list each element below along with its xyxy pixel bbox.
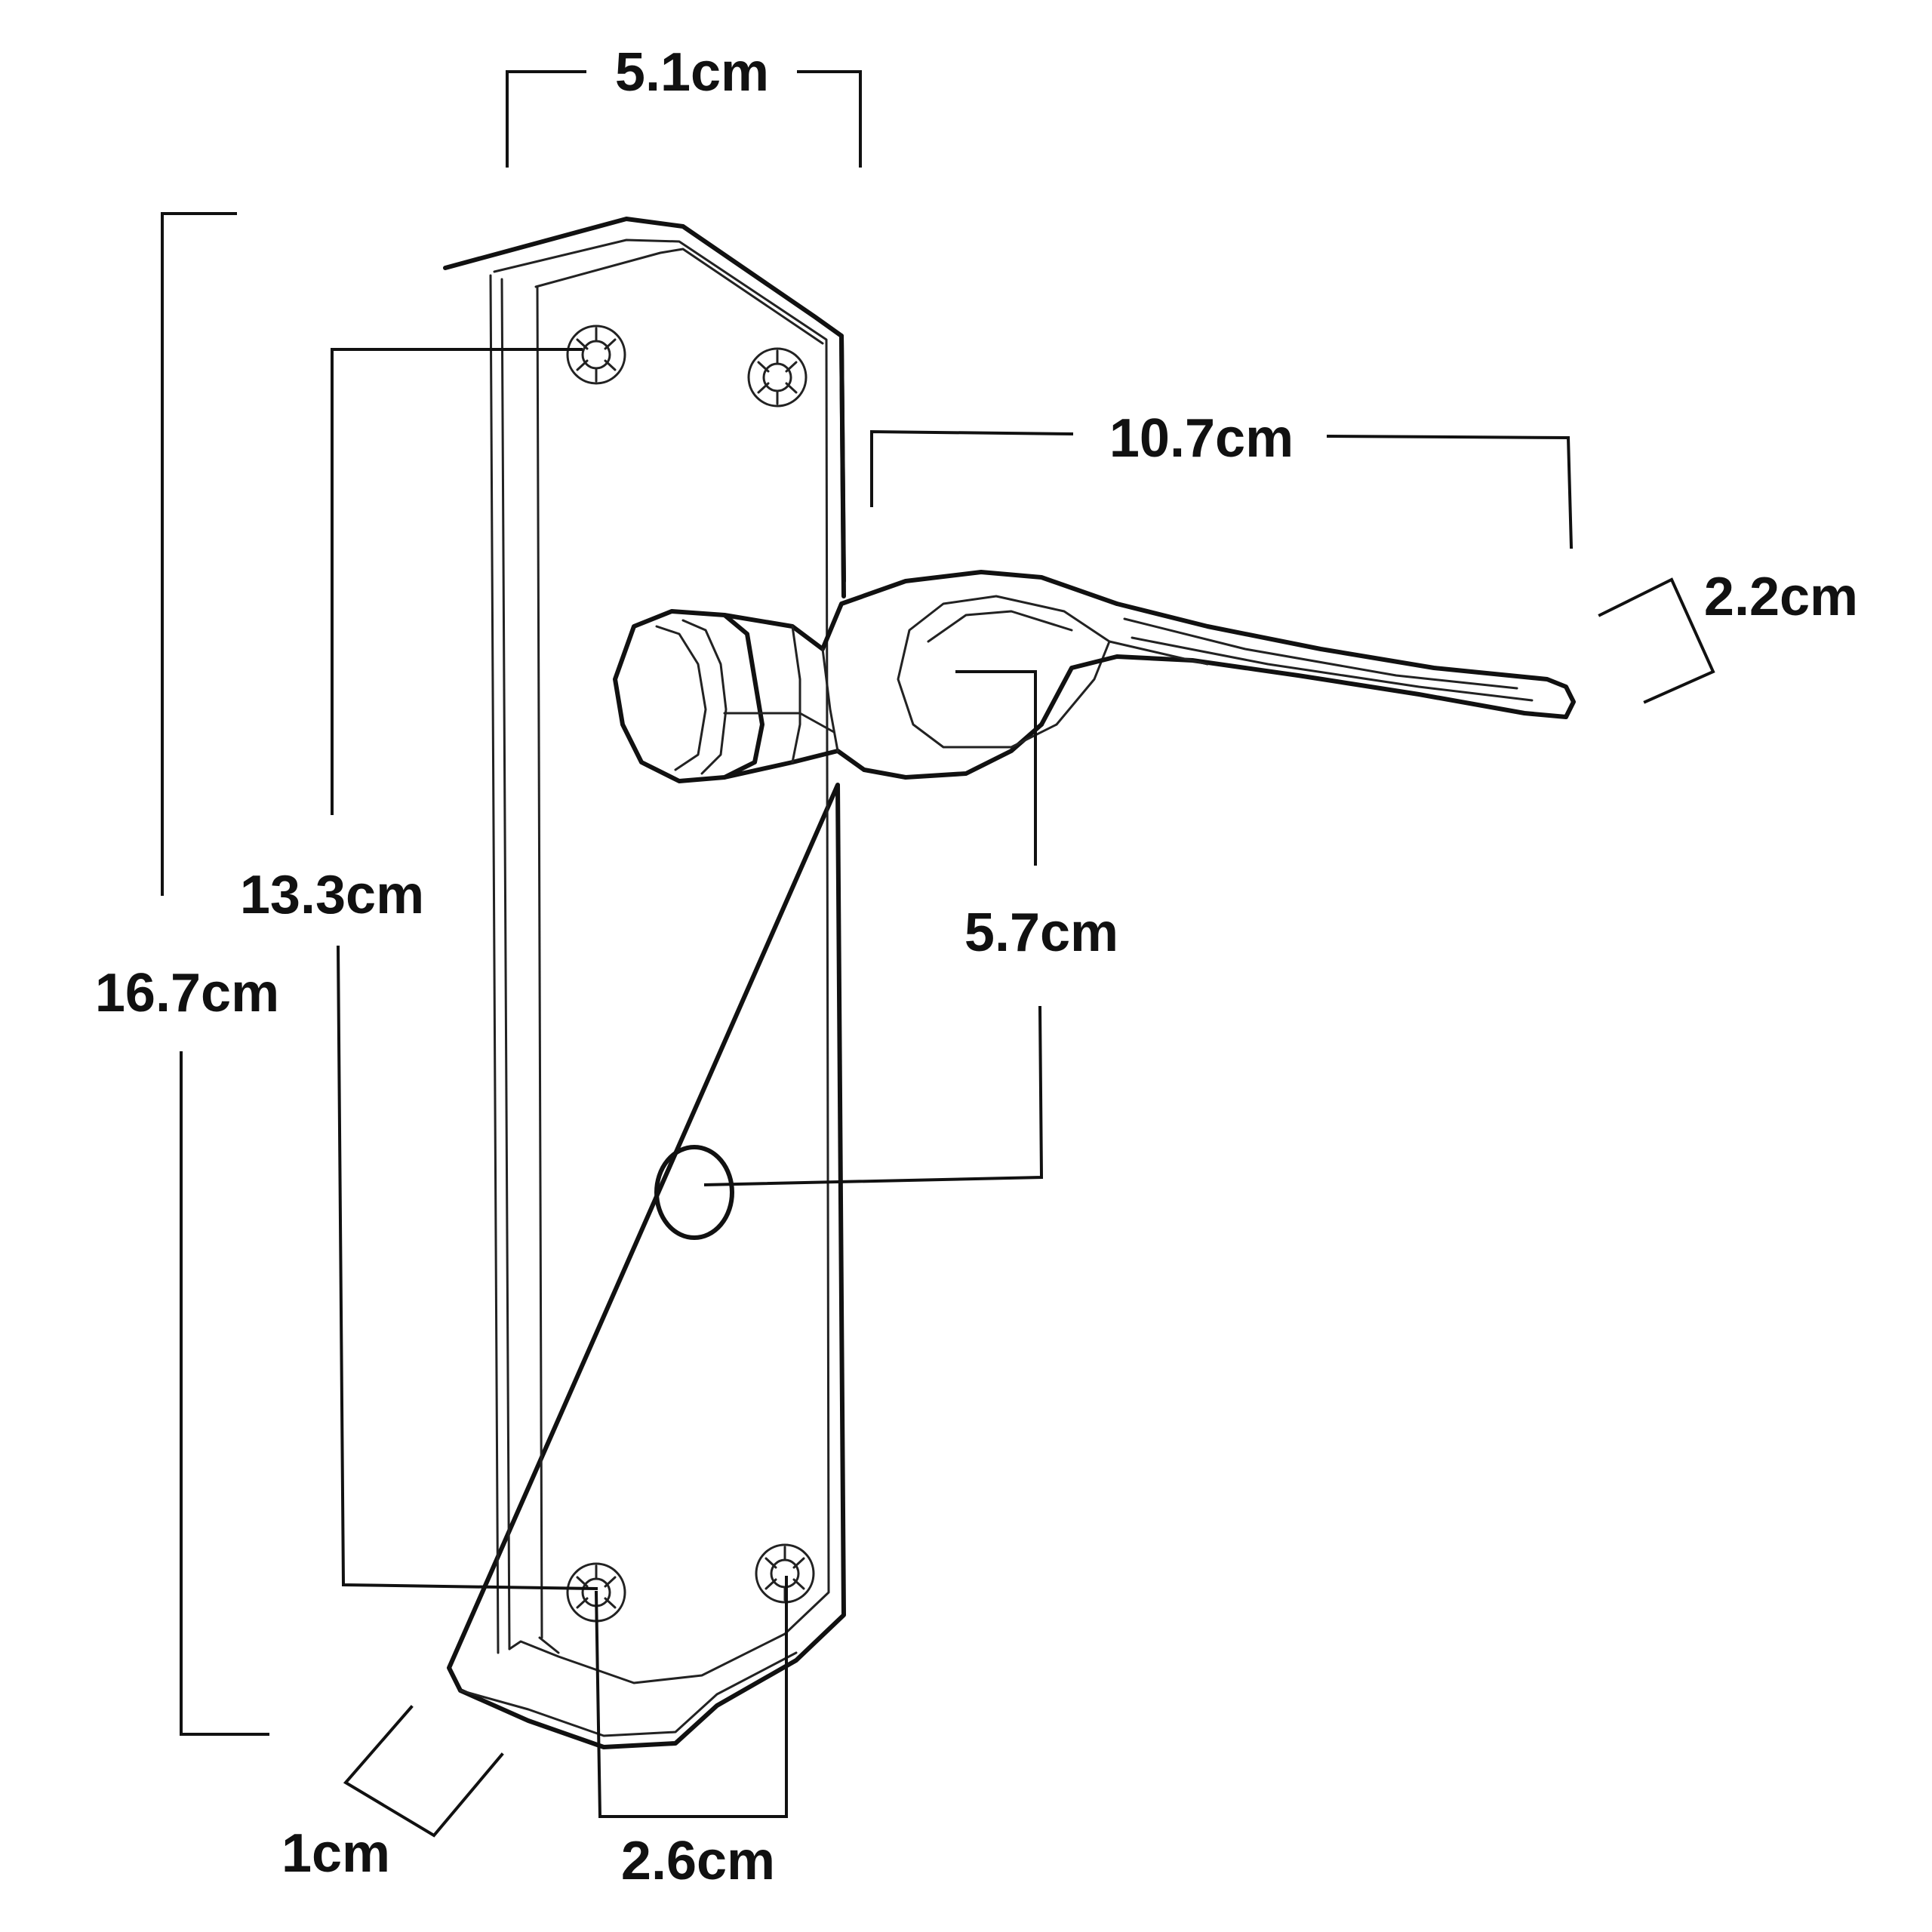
dimension-lines (161, 70, 1715, 1838)
dim-label-screw-spacing-vertical: 13.3cm (240, 865, 424, 925)
backplate (443, 217, 846, 1749)
dim-label-lever-length: 10.7cm (1109, 408, 1294, 469)
lever-handle (613, 570, 1576, 783)
screw-hole-top-left (566, 325, 626, 385)
dim-label-lever-tip-width: 2.2cm (1704, 567, 1858, 627)
screw-hole-top-right (747, 347, 808, 408)
dim-label-plate-width: 5.1cm (615, 42, 769, 103)
keyhole-icon (654, 1145, 734, 1240)
dim-label-lever-to-keyhole: 5.7cm (964, 903, 1118, 963)
dim-label-screw-spacing-horizontal: 2.6cm (621, 1831, 775, 1891)
dim-label-plate-thickness: 1cm (281, 1823, 390, 1884)
dim-label-plate-height: 16.7cm (95, 963, 279, 1023)
